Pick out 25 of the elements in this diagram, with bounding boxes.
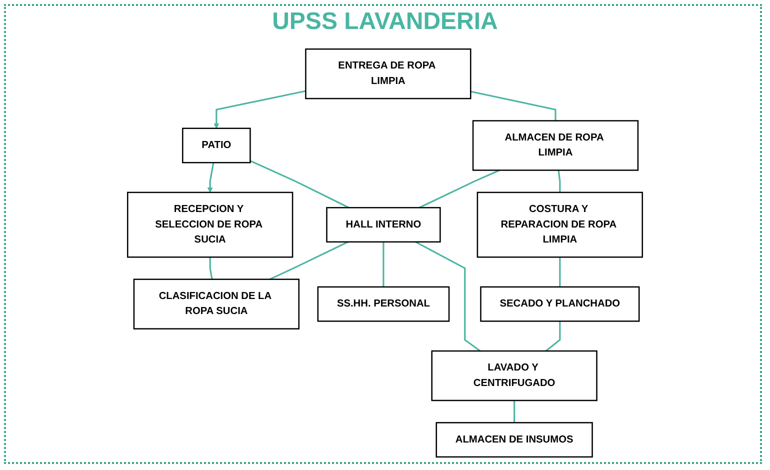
connector	[269, 241, 348, 280]
connector	[559, 257, 561, 287]
connector	[209, 257, 213, 280]
connector	[415, 241, 481, 352]
connector	[470, 90, 556, 121]
arrow	[207, 162, 214, 193]
node-box: RECEPCION Y SELECCION DE ROPA SUCIA	[127, 192, 294, 258]
node-box: ALMACEN DE ROPA LIMPIA	[472, 120, 639, 171]
node-box: HALL INTERNO	[326, 207, 441, 243]
connector	[419, 170, 500, 208]
connector	[558, 170, 561, 192]
connector	[382, 242, 384, 287]
node-box: SECADO Y PLANCHADO	[480, 286, 640, 322]
connector	[514, 400, 516, 423]
node-box: SS.HH. PERSONAL	[317, 286, 450, 322]
arrow	[214, 90, 306, 129]
node-box: LAVADO Y CENTRIFUGADO	[431, 350, 598, 402]
node-box: CLASIFICACION DE LA ROPA SUCIA	[133, 278, 300, 330]
node-box: COSTURA Y REPARACION DE ROPA LIMPIA	[476, 192, 643, 258]
node-box: PATIO	[182, 128, 251, 164]
diagram-title: UPSS LAVANDERIA	[271, 8, 499, 36]
node-box: ENTREGA DE ROPA LIMPIA	[305, 48, 472, 100]
connector	[250, 160, 350, 208]
node-box: ALMACEN DE INSUMOS	[436, 422, 593, 458]
connector	[545, 321, 561, 352]
